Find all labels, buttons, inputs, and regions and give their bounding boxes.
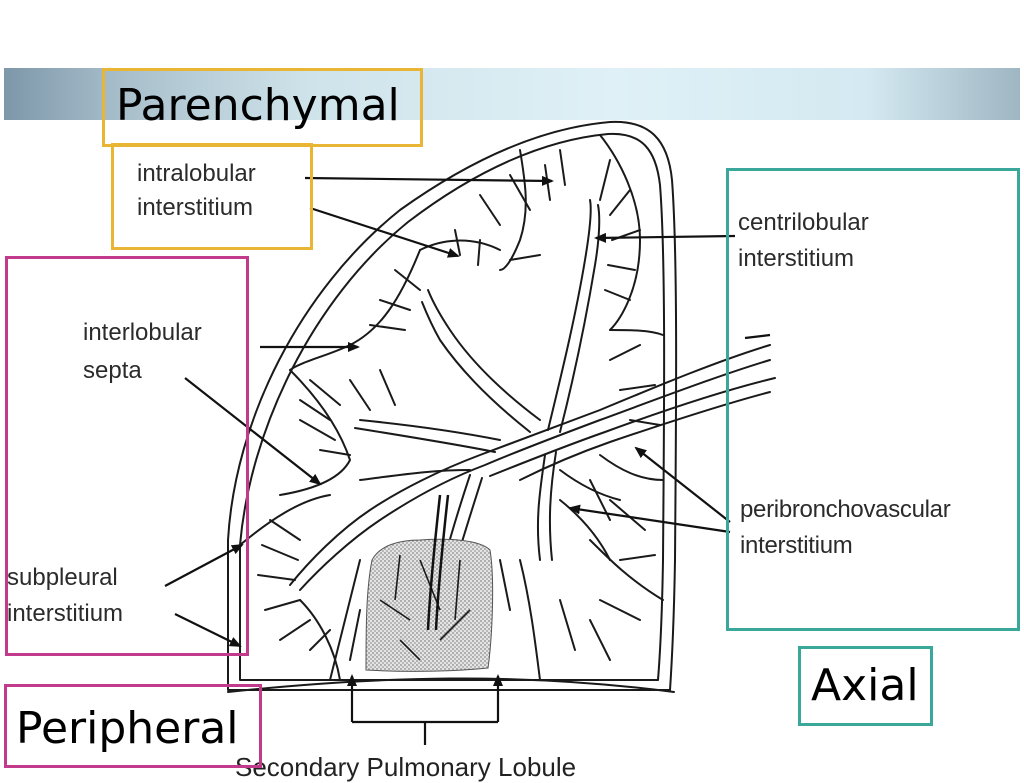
peripheral-box [5, 256, 249, 656]
pleura-inner [239, 132, 666, 681]
peribronchovascular-label: peribronchovascular interstitium [740, 492, 951, 564]
pleura-outer [227, 120, 678, 691]
peripheral-title-box [4, 684, 262, 768]
peribronchovascular-label-line1: peribronchovascular [740, 496, 951, 523]
centrilobular-label: centrilobular interstitium [738, 205, 869, 277]
subpleural-label-line2: interstitium [7, 600, 124, 627]
interlobular-label-line2: septa [83, 357, 142, 384]
centrilobular-label-line2: interstitium [738, 245, 855, 272]
centrilobular-label-line1: centrilobular [738, 209, 869, 236]
intralobular-label: intralobular interstitium [137, 157, 256, 225]
peribronchovascular-label-line2: interstitium [740, 532, 853, 559]
axial-title-box [798, 646, 933, 726]
subpleural-label-line1: subpleural [7, 564, 118, 591]
slide-title-bar [4, 68, 1020, 120]
peripheral-label: Peripheral [16, 703, 239, 754]
intralobular-label-line2: interstitium [137, 194, 254, 221]
parenchymal-label: Parenchymal [116, 80, 400, 131]
interlobular-label-line1: interlobular [83, 319, 202, 346]
axial-box [726, 168, 1020, 631]
subpleural-label: subpleural interstitium [7, 560, 123, 632]
parenchymal-intralobular-box [111, 143, 313, 250]
axial-label: Axial [811, 660, 919, 711]
interlobular-label: interlobular septa [83, 314, 202, 390]
intralobular-label-line1: intralobular [137, 160, 256, 187]
